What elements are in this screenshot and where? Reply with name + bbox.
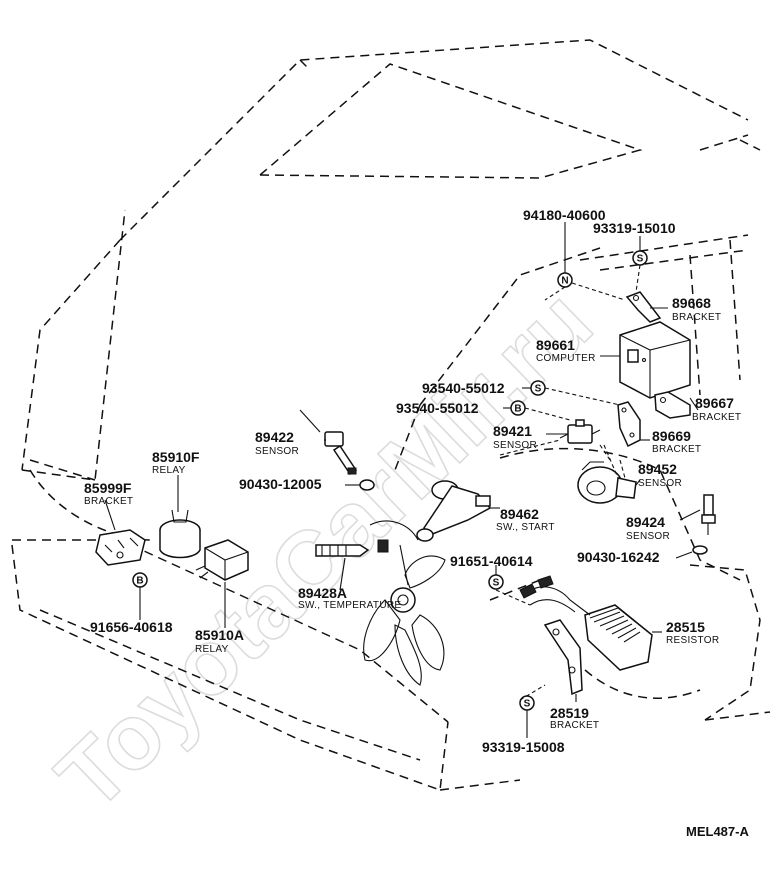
relay-85910F: [159, 509, 201, 559]
svg-text:B: B: [136, 576, 143, 587]
symbol-s: S: [488, 574, 504, 590]
bracket-28519: [519, 575, 591, 696]
sensor-89422: [324, 431, 358, 476]
svg-text:N: N: [561, 276, 568, 287]
part-number-89421: 89421: [493, 423, 532, 439]
washer-90430-16242: [692, 545, 708, 555]
part-name-89668: BRACKET: [672, 312, 721, 323]
part-number-28519: 28519: [550, 705, 589, 721]
part-name-89661: COMPUTER: [536, 353, 596, 364]
part-number-93540-55012-s: 93540-55012: [422, 380, 505, 396]
part-number-91651-40614: 91651-40614: [450, 553, 533, 569]
part-number-89452: 89452: [638, 461, 677, 477]
svg-text:S: S: [535, 384, 542, 395]
part-name-89421: SENSOR: [493, 440, 537, 451]
part-name-28515: RESISTOR: [666, 635, 719, 646]
temperature-switch-89428A: [315, 539, 389, 557]
bracket-89667: [654, 391, 691, 419]
sensor-89452: [577, 461, 637, 504]
part-name-89669: BRACKET: [652, 444, 701, 455]
diagram-reference-code: MEL487-A: [686, 824, 749, 839]
svg-text:S: S: [524, 699, 531, 710]
part-number-93319-15010: 93319-15010: [593, 220, 676, 236]
part-number-93319-15008: 93319-15008: [482, 739, 565, 755]
start-switch-89462: [416, 480, 492, 542]
bracket-85999F: [95, 529, 146, 566]
part-number-85999F: 85999F: [84, 480, 132, 496]
part-number-90430-12005: 90430-12005: [239, 476, 322, 492]
symbol-b: B: [132, 572, 148, 588]
part-name-28519: BRACKET: [550, 720, 599, 731]
symbol-n: N: [557, 272, 573, 288]
part-name-85910A: RELAY: [195, 644, 229, 655]
part-number-89661: 89661: [536, 337, 575, 353]
resistor-28515: [584, 604, 653, 671]
symbols: N S S B B S S: [132, 250, 648, 711]
bracket-89668: [625, 291, 662, 323]
part-number-89462: 89462: [500, 506, 539, 522]
symbol-s: S: [632, 250, 648, 266]
part-number-94180-40600: 94180-40600: [523, 207, 606, 223]
part-name-85910F: RELAY: [152, 465, 186, 476]
cooling-fan: [363, 520, 446, 686]
part-number-85910F: 85910F: [152, 449, 200, 465]
engine-outline: [489, 447, 741, 699]
part-number-93540-55012-b: 93540-55012: [396, 400, 479, 416]
part-number-89668: 89668: [672, 295, 711, 311]
part-number-28515: 28515: [666, 619, 705, 635]
part-name-85999F: BRACKET: [84, 496, 133, 507]
part-number-89669: 89669: [652, 428, 691, 444]
part-name-89667: BRACKET: [692, 412, 741, 423]
car-body-outline: [11, 39, 771, 792]
callout-labels: 94180-40600 93319-15010 89668 BRACKET 89…: [84, 207, 741, 755]
part-number-89428A: 89428A: [298, 585, 347, 601]
svg-text:B: B: [514, 404, 521, 415]
sensor-89424: [701, 494, 716, 535]
sensor-89421: [559, 419, 601, 444]
part-name-89428A: SW., TEMPERATURE: [298, 600, 401, 611]
part-number-90430-16242: 90430-16242: [577, 549, 660, 565]
svg-text:S: S: [493, 578, 500, 589]
part-number-89667: 89667: [695, 395, 734, 411]
part-name-89452: SENSOR: [638, 478, 682, 489]
part-name-89422: SENSOR: [255, 446, 299, 457]
symbol-b: B: [510, 400, 526, 416]
part-number-89424: 89424: [626, 514, 665, 530]
bracket-89669: [617, 401, 641, 448]
part-name-89462: SW., START: [496, 522, 555, 533]
part-number-85910A: 85910A: [195, 627, 244, 643]
washer-90430-12005: [359, 479, 375, 491]
part-number-91656-40618: 91656-40618: [90, 619, 173, 635]
leader-lines: [104, 222, 701, 738]
computer-89661: [619, 321, 691, 399]
relay-85910A: [195, 539, 249, 581]
part-number-89422: 89422: [255, 429, 294, 445]
part-name-89424: SENSOR: [626, 531, 670, 542]
svg-text:S: S: [637, 254, 644, 265]
symbol-s: S: [530, 380, 546, 396]
